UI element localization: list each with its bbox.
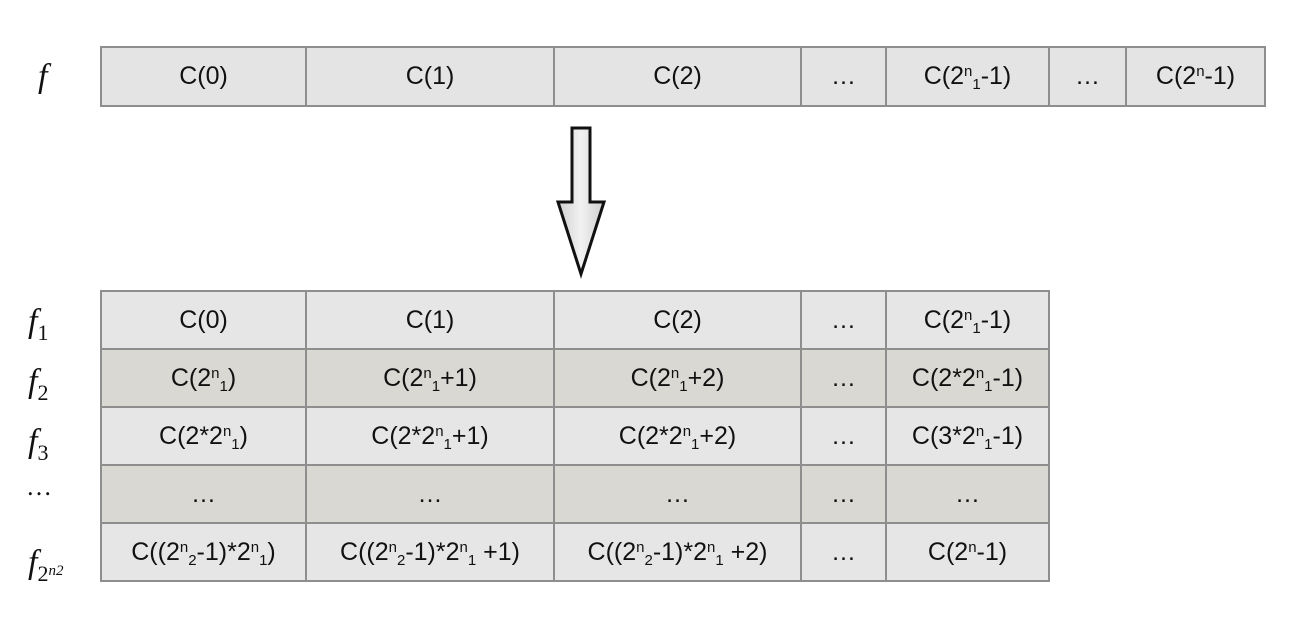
table-cell: … xyxy=(885,464,1050,524)
table-cell: C(2n-1) xyxy=(885,522,1050,582)
top-cell: C(2n-1) xyxy=(1125,46,1266,107)
top-function-table: C(0) C(1) C(2) … C(2n1-1) … C(2n-1) xyxy=(100,46,1266,107)
row-label-f3: f3 xyxy=(28,423,49,465)
table-cell: … xyxy=(100,464,307,524)
top-cell: C(0) xyxy=(100,46,307,107)
table-cell: C(2*2n1+1) xyxy=(305,406,555,466)
table-cell: C(2) xyxy=(553,290,802,350)
table-row: C(2n1) C(2n1+1) C(2n1+2) … C(2*2n1-1) xyxy=(100,348,1050,408)
table-cell: C((2n2-1)*2n1) xyxy=(100,522,307,582)
table-row: … … … … … xyxy=(100,464,1050,524)
table-row: C(0) C(1) C(2) … C(2n1-1) xyxy=(100,290,1050,350)
table-cell: C(2n1+2) xyxy=(553,348,802,408)
row-label-f2: f2 xyxy=(28,363,49,405)
table-cell: … xyxy=(800,348,887,408)
top-cell: … xyxy=(1048,46,1127,107)
table-cell: C(2n1-1) xyxy=(885,290,1050,350)
table-cell: C(2n1) xyxy=(100,348,307,408)
table-cell: C(1) xyxy=(305,290,555,350)
table-cell: C((2n2-1)*2n1 +1) xyxy=(305,522,555,582)
table-cell: C(2n1+1) xyxy=(305,348,555,408)
table-cell: … xyxy=(553,464,802,524)
top-cell: C(2n1-1) xyxy=(885,46,1050,107)
table-cell: … xyxy=(305,464,555,524)
table-cell: C(0) xyxy=(100,290,307,350)
table-cell: C(2*2n1+2) xyxy=(553,406,802,466)
table-row: C((2n2-1)*2n1) C((2n2-1)*2n1 +1) C((2n2-… xyxy=(100,522,1050,582)
table-cell: C((2n2-1)*2n1 +2) xyxy=(553,522,802,582)
down-arrow-icon xyxy=(555,126,607,279)
top-cell: … xyxy=(800,46,887,107)
top-row-label: f xyxy=(38,60,47,94)
row-label-f-last: f2n2 xyxy=(28,544,64,586)
table-cell: C(3*2n1-1) xyxy=(885,406,1050,466)
row-label-ellipsis: … xyxy=(26,472,56,501)
top-cell: C(1) xyxy=(305,46,555,107)
top-cell: C(2) xyxy=(553,46,802,107)
split-function-table: C(0) C(1) C(2) … C(2n1-1) C(2n1) C(2n1+1… xyxy=(100,290,1050,582)
row-label-f1: f1 xyxy=(28,303,49,345)
table-cell: C(2*2n1) xyxy=(100,406,307,466)
table-cell: C(2*2n1-1) xyxy=(885,348,1050,408)
table-cell: … xyxy=(800,522,887,582)
table-cell: … xyxy=(800,464,887,524)
top-table-row: C(0) C(1) C(2) … C(2n1-1) … C(2n-1) xyxy=(100,46,1266,107)
top-row-label-text: f xyxy=(38,58,48,95)
table-cell: … xyxy=(800,290,887,350)
table-cell: … xyxy=(800,406,887,466)
table-row: C(2*2n1) C(2*2n1+1) C(2*2n1+2) … C(3*2n1… xyxy=(100,406,1050,466)
